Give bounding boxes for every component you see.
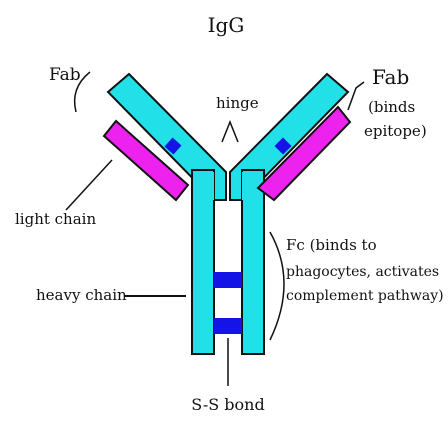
- fc-bracket: [270, 232, 284, 340]
- pointer-fab-right: [348, 82, 364, 110]
- label-fc-3: complement pathway): [286, 288, 444, 304]
- label-fab-right: Fab: [372, 65, 409, 89]
- label-fc-2: phagocytes, activates: [286, 264, 439, 280]
- ss-bond-upper: [214, 272, 242, 288]
- label-hinge: hinge: [216, 94, 259, 112]
- label-light-chain: light chain: [15, 210, 96, 228]
- label-fab-left: Fab: [49, 65, 81, 85]
- label-fc-1: Fc (binds to: [286, 236, 377, 254]
- label-heavy-chain: heavy chain: [36, 286, 127, 304]
- ss-bond-lower: [214, 318, 242, 334]
- diagram-title: IgG: [208, 13, 245, 37]
- label-ss-bond: S-S bond: [191, 395, 264, 414]
- label-fab-right-note-1: (binds: [368, 98, 415, 116]
- heavy-chain-left-joint: [193, 172, 214, 200]
- label-fab-right-note-2: epitope): [364, 122, 427, 140]
- pointer-light-chain: [66, 160, 112, 210]
- pointer-hinge: [222, 122, 238, 142]
